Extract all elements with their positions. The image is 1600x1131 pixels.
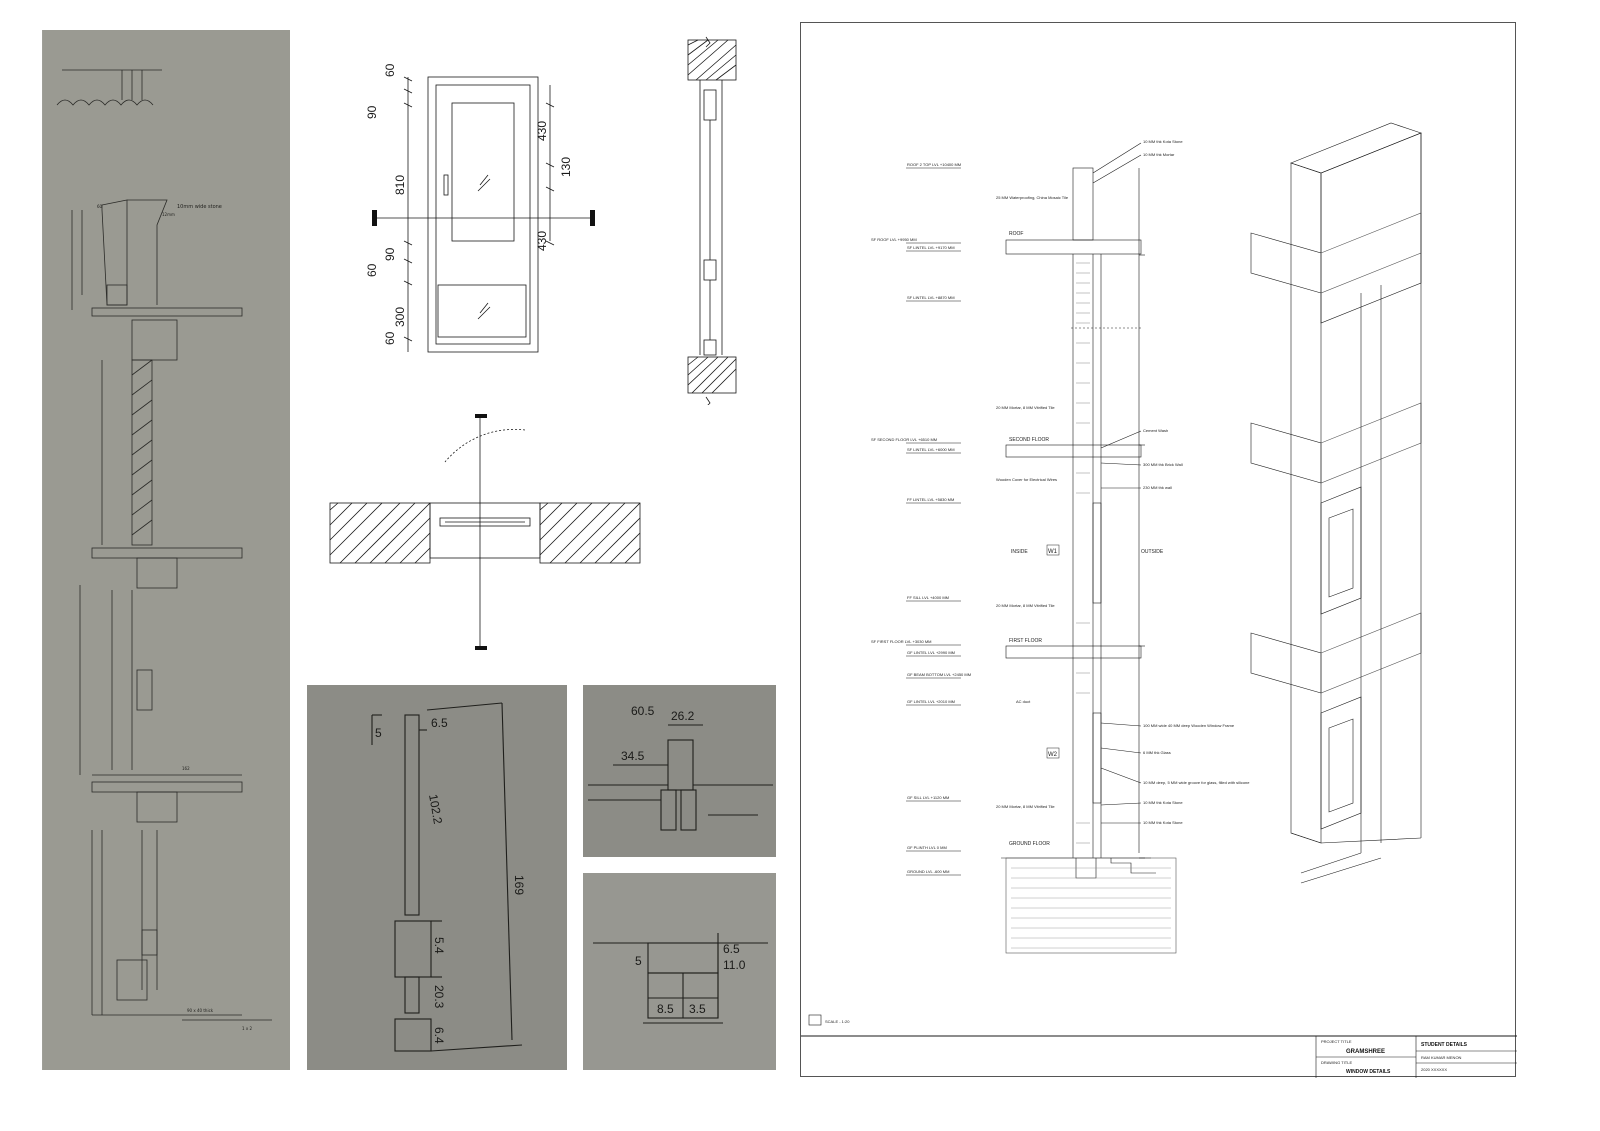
photo-sketch-1-drawing: 5 6.5 102.2 5.4 20.3 6.4 169 — [371, 702, 526, 1052]
sketch2-label-262: 26.2 — [671, 709, 695, 723]
sketch-long-sheet: 10mm wide stone 12mm 60 162 90 x 40 thic… — [42, 30, 290, 1070]
callout-r-0: 10 MM thk Kota Stone — [1143, 139, 1183, 144]
level-2: SF LINTEL LVL +9170 MM — [907, 245, 955, 250]
callout-r-2: Cement Wash — [1143, 428, 1168, 433]
photo-sketch-1: 5 6.5 102.2 5.4 20.3 6.4 169 — [307, 685, 567, 1070]
sketch-note-frame: 90 x 40 thick — [187, 1008, 214, 1013]
sketch1-label-65: 6.5 — [431, 716, 448, 730]
sketch-long-drawing: 10mm wide stone 12mm 60 162 90 x 40 thic… — [56, 69, 272, 1031]
callout-l-2: Wooden Cover for Electrical Wires — [996, 477, 1057, 482]
sketch-note-1x2: 1 x 2 — [242, 1026, 252, 1031]
tb-student-label: STUDENT DETAILS — [1421, 1042, 1468, 1048]
level-14: GROUND LVL -600 MM — [907, 869, 949, 874]
level-4: SF SECOND FLOOR LVL +6510 MM — [871, 437, 937, 442]
door-plan-drawing — [329, 414, 641, 650]
level-0: ROOF 2 TOP LVL +10400 MM — [907, 162, 961, 167]
door-plan — [325, 410, 645, 655]
side-label-inside: INSIDE — [1011, 549, 1028, 555]
door-dim-left-3: 90 — [383, 247, 397, 261]
door-vertical-section — [670, 35, 750, 408]
door-elevation: 60 90 810 90 60 300 60 430 130 430 — [360, 55, 600, 365]
scale-note: SCALE - 1:20 — [825, 1019, 850, 1024]
window-tag-w1: W1 — [1048, 549, 1058, 555]
level-10: GF BEAM BOTTOM LVL +2450 MM — [907, 672, 971, 677]
tb-student-name: RAM KUMAR MENON — [1421, 1055, 1462, 1060]
sketch-note-162: 162 — [182, 766, 190, 771]
photo-sketch-2: 60.5 26.2 34.5 — [583, 685, 776, 857]
door-dim-left-1: 90 — [365, 105, 379, 119]
level-1: SF ROOF LVL +9950 MM — [871, 237, 917, 242]
sketch2-label-605: 60.5 — [631, 704, 655, 718]
callout-l-0: 25 MM Waterproofing, China Mosaic Tile — [996, 195, 1069, 200]
callout-r-9: 10 MM thk Kota Stone — [1143, 820, 1183, 825]
level-5: SF LINTEL LVL +6000 MM — [907, 447, 955, 452]
level-9: GF LINTEL LVL +2990 MM — [907, 650, 955, 655]
window-tag-w2: W2 — [1048, 752, 1058, 758]
sketch1-label-64: 6.4 — [432, 1027, 446, 1044]
section-sheet: ROOF 2 TOP LVL +10400 MM SF ROOF LVL +99… — [800, 22, 1517, 1078]
level-7: FF SILL LVL +4000 MM — [907, 595, 949, 600]
level-6: FF LINTEL LVL +5830 MM — [907, 497, 954, 502]
floor-label-first: FIRST FLOOR — [1009, 638, 1042, 644]
callout-l-3: 20 MM Mortar, 8 MM Vitrified Tile — [996, 603, 1055, 608]
door-elevation-drawing: 60 90 810 90 60 300 60 430 130 430 — [365, 63, 595, 353]
callout-r-4: 230 MM thk wall — [1143, 485, 1172, 490]
door-dim-right-0: 430 — [535, 121, 549, 141]
sketch1-label-5: 5 — [375, 726, 382, 740]
sketch1-label-203: 20.3 — [432, 985, 446, 1009]
section-sheet-drawing: ROOF 2 TOP LVL +10400 MM SF ROOF LVL +99… — [801, 122, 1517, 1078]
sketch1-label-54: 5.4 — [432, 937, 446, 954]
sketch1-label-1022: 102.2 — [426, 793, 445, 825]
sketch1-label-169: 169 — [512, 875, 526, 895]
door-dim-left-5: 300 — [393, 307, 407, 327]
callout-r-1: 10 MM thk Mortar — [1143, 152, 1175, 157]
sketch3-label-65: 6.5 — [723, 942, 740, 956]
sketch3-label-85: 8.5 — [657, 1002, 674, 1016]
sketch-note-12mm: 12mm — [162, 212, 175, 217]
sketch3-label-35: 3.5 — [689, 1002, 706, 1016]
door-dim-right-1: 130 — [559, 157, 573, 177]
callout-l-4: AC duct — [1016, 699, 1031, 704]
callout-r-8: 10 MM thk Kota Stone — [1143, 800, 1183, 805]
level-12: GF SILL LVL +1120 MM — [907, 795, 949, 800]
tb-student-id: 2020 XXXXXX — [1421, 1067, 1447, 1072]
photo-sketch-2-drawing: 60.5 26.2 34.5 — [588, 704, 773, 831]
door-dim-right-2: 430 — [535, 231, 549, 251]
callout-r-6: 6 MM thk Glass — [1143, 750, 1171, 755]
side-label-outside: OUTSIDE — [1141, 549, 1164, 555]
sketch-note-stone: 10mm wide stone — [177, 204, 222, 210]
level-11: GF LINTEL LVL +2010 MM — [907, 699, 955, 704]
tb-drawing: WINDOW DETAILS — [1346, 1069, 1391, 1075]
floor-label-roof: ROOF — [1009, 231, 1023, 237]
callout-l-1: 20 MM Mortar, 8 MM Vitrified Tile — [996, 405, 1055, 410]
door-dim-left-6: 60 — [383, 331, 397, 345]
floor-label-second: SECOND FLOOR — [1009, 437, 1049, 443]
sketch3-label-110: 11.0 — [723, 958, 746, 972]
door-dim-left-4: 60 — [365, 263, 379, 277]
callout-r-5: 100 MM wide 40 MM deep Wooden Window Fra… — [1143, 723, 1235, 728]
sketch-note-60: 60 — [97, 204, 103, 209]
level-8: SF FIRST FLOOR LVL +3030 MM — [871, 639, 932, 644]
callout-l-5: 20 MM Mortar, 8 MM Vitrified Tile — [996, 804, 1055, 809]
door-dim-left-0: 60 — [383, 63, 397, 77]
tb-project-label: PROJECT TITLE — [1321, 1039, 1352, 1044]
callout-r-3: 300 MM thk Brick Wall — [1143, 462, 1183, 467]
tb-drawing-label: DRAWING TITLE — [1321, 1060, 1352, 1065]
door-vertical-section-drawing — [687, 36, 737, 408]
sketch2-label-345: 34.5 — [621, 749, 645, 763]
sketch3-label-5: 5 — [635, 954, 642, 968]
floor-label-ground: GROUND FLOOR — [1009, 841, 1050, 847]
photo-sketch-3-drawing: 5 6.5 11.0 8.5 3.5 — [593, 933, 768, 1024]
callout-r-7: 10 MM deep, 5 MM wide groove for glass, … — [1143, 780, 1250, 785]
tb-project: GRAMSHREE — [1346, 1049, 1385, 1055]
photo-sketch-3: 5 6.5 11.0 8.5 3.5 — [583, 873, 776, 1070]
level-13: GF PLINTH LVL 0 MM — [907, 845, 947, 850]
door-dim-left-2: 810 — [393, 175, 407, 195]
level-3: SF LINTEL LVL +8870 MM — [907, 295, 955, 300]
